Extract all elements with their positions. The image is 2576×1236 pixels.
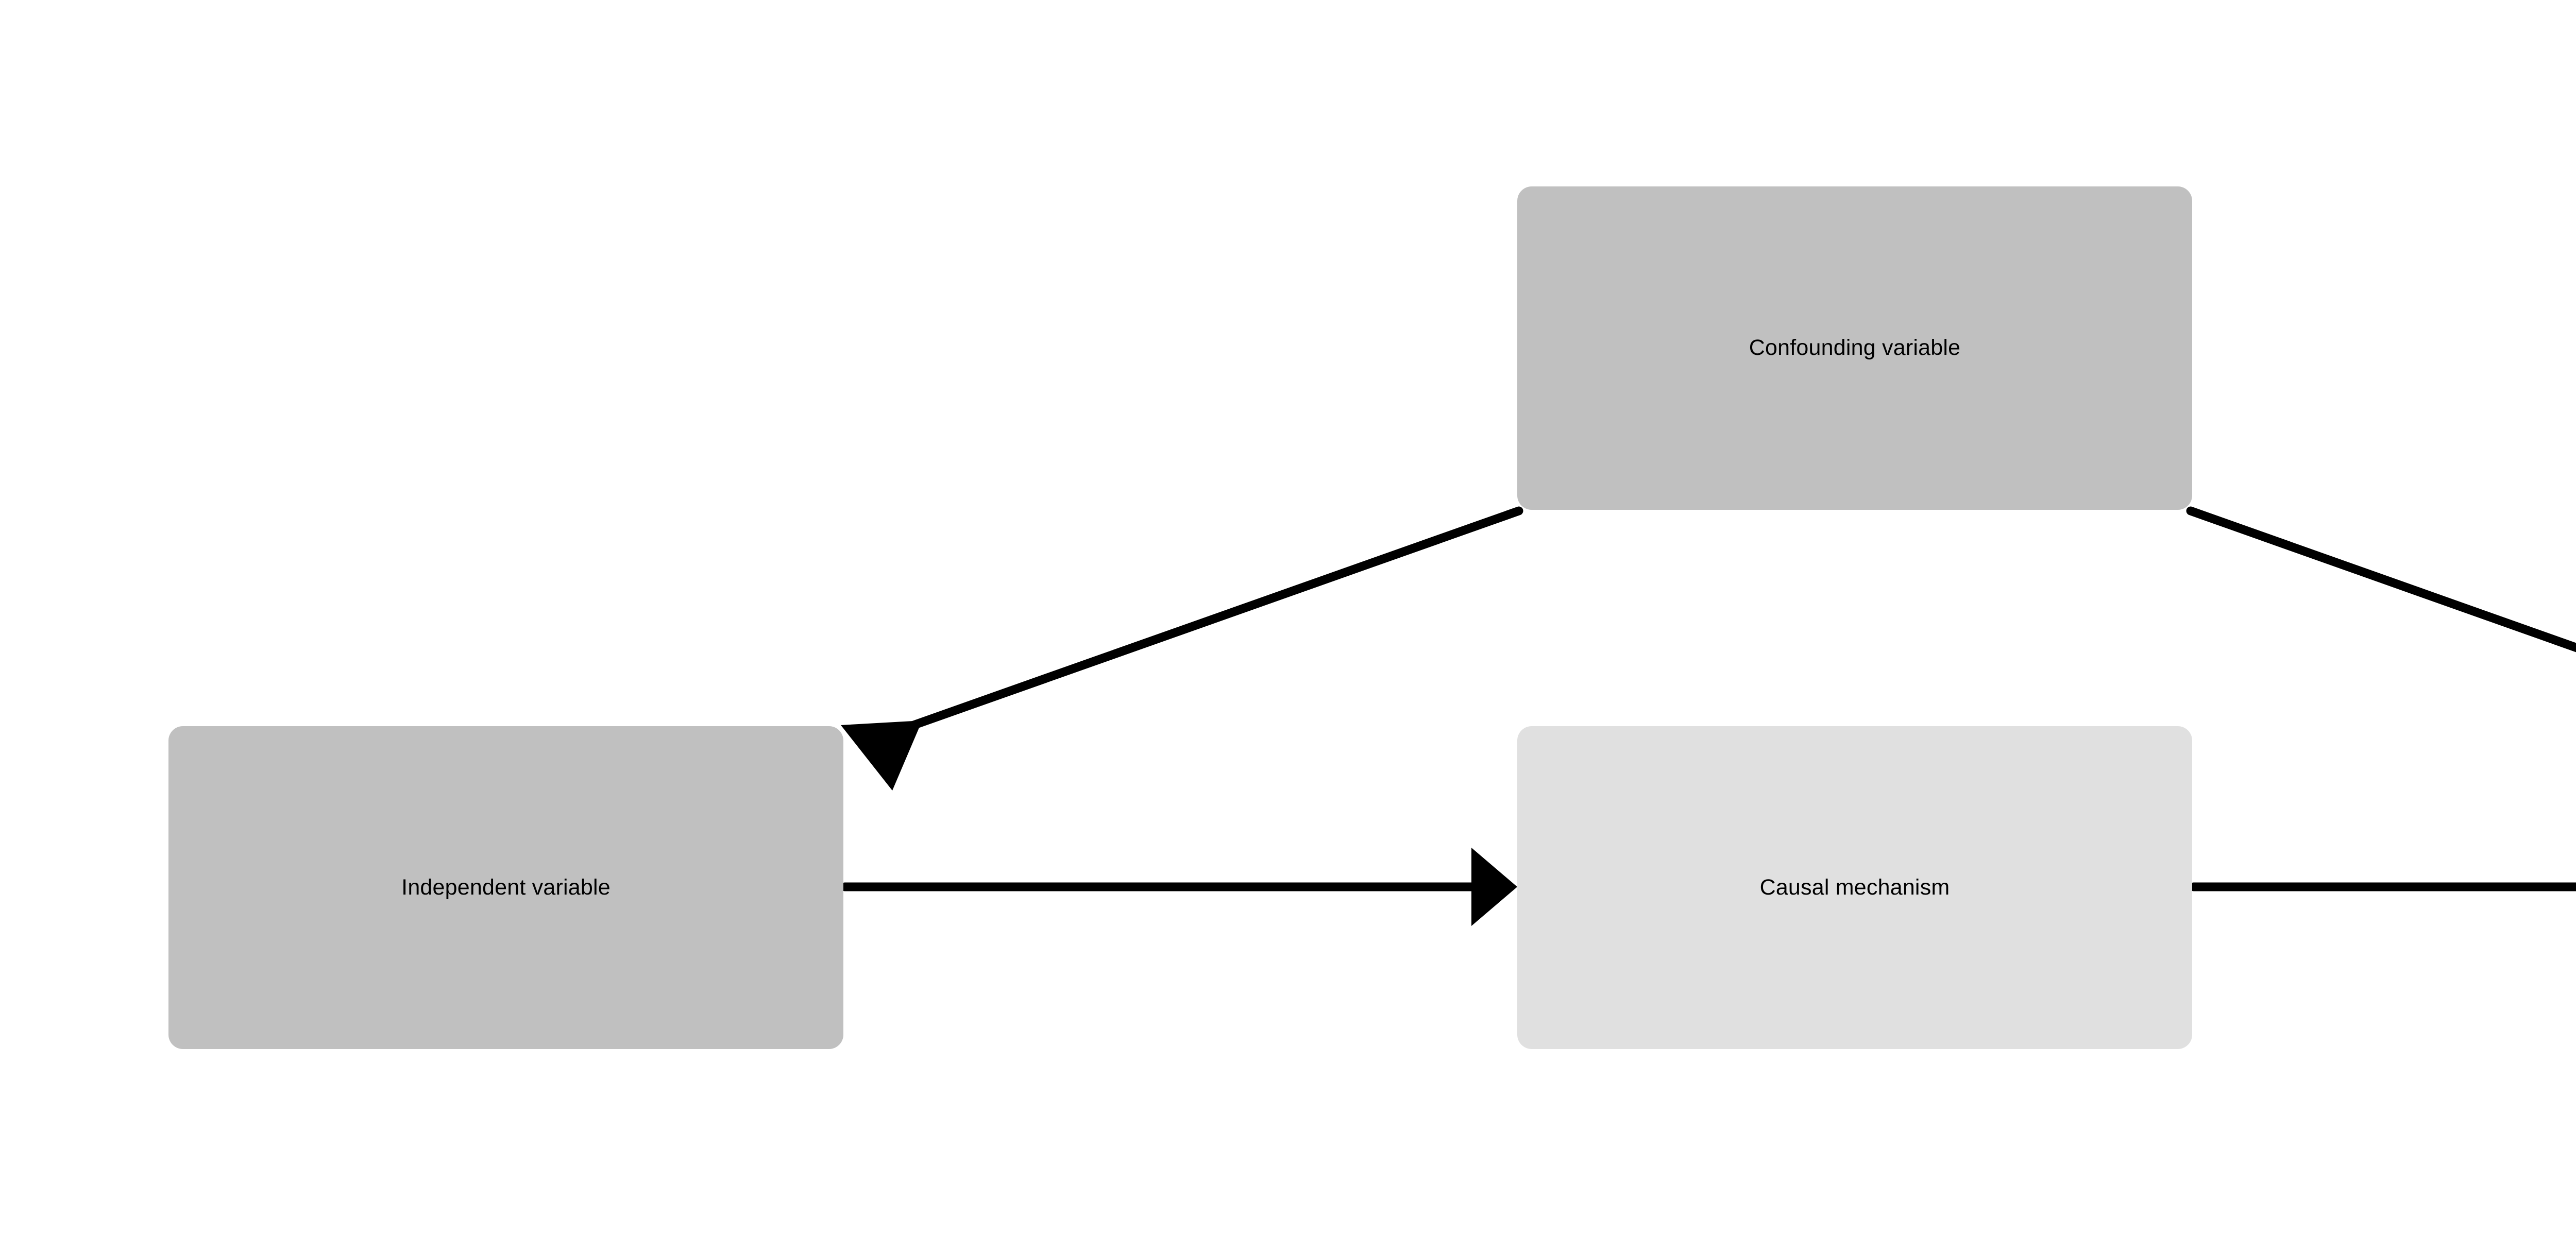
edge-confounding-to-dependent [2186,506,2576,653]
edge-causal-to-dependent [2189,882,2576,891]
edge-confounding-to-independent [841,506,1523,791]
arrowhead-icon [841,720,922,791]
edge-line [871,506,1523,743]
node-independent-variable[interactable]: Independent variable [168,726,843,1049]
node-confounding-variable[interactable]: Confounding variable [1517,186,2192,510]
node-label: Independent variable [401,874,611,900]
edge-independent-to-causal [840,848,1517,926]
arrowhead-icon [1471,848,1517,926]
node-label: Causal mechanism [1759,874,1950,900]
edge-line [2186,506,2576,653]
node-causal-mechanism[interactable]: Causal mechanism [1517,726,2192,1049]
node-label: Confounding variable [1749,335,1961,360]
